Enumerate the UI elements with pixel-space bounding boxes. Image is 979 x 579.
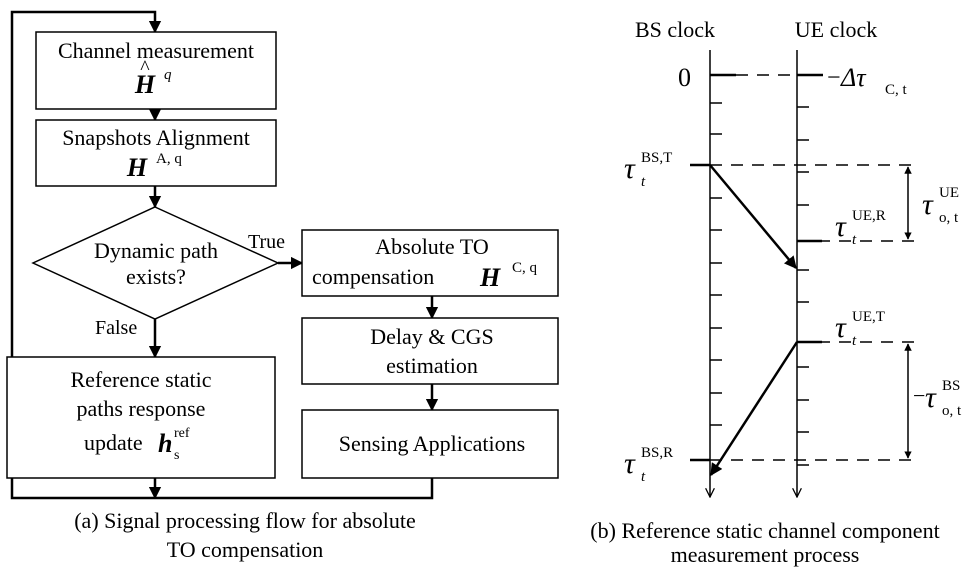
delay-cgs-box (301, 317, 559, 385)
reference-sub: s (174, 448, 179, 463)
bs-ticks (710, 73, 736, 426)
decision-diamond (31, 206, 280, 320)
reference-math: h (158, 429, 172, 458)
svg-text:UE: UE (939, 185, 959, 201)
delay-cgs-line2: estimation (386, 353, 478, 378)
caption-a-line2: TO compensation (167, 537, 324, 562)
downlink-arrow (709, 164, 797, 269)
delay-cgs-line1: Delay & CGS (370, 324, 493, 349)
svg-text:Δτ: Δτ (840, 63, 867, 92)
svg-text:t: t (852, 333, 857, 349)
absolute-to-line2: compensation (312, 264, 434, 289)
caption-b-line2: measurement process (671, 542, 860, 567)
tau-o-bs-label: − τ BS o, t (913, 378, 962, 419)
caption-a-line1: (a) Signal processing flow for absolute (74, 508, 416, 533)
svg-text:τ: τ (925, 381, 937, 414)
channel-measurement-math: H (134, 70, 156, 99)
svg-text:UE,T: UE,T (852, 309, 885, 325)
ue-ticks (797, 73, 823, 466)
snapshots-alignment-math: H (126, 153, 148, 182)
tau-o-ue-label: τ UE o, t (922, 185, 959, 226)
svg-text:BS: BS (942, 378, 960, 394)
snapshots-alignment-sup: A, q (156, 151, 182, 167)
svg-text:t: t (641, 174, 646, 190)
tau-bs-r-label: τ BS,R t (624, 445, 673, 485)
tau-ue-r-label: τ UE,R t (835, 208, 886, 248)
snapshots-alignment-box (35, 119, 277, 187)
svg-text:UE,R: UE,R (852, 208, 886, 224)
flowchart: Channel measurement H ^ q Snapshots Alig… (6, 10, 559, 562)
absolute-to-line1: Absolute TO (375, 234, 488, 259)
sensing-box (301, 409, 559, 479)
absolute-to-box (301, 229, 559, 297)
tau-ue-t-label: τ UE,T t (835, 309, 885, 349)
svg-text:τ: τ (835, 210, 847, 243)
channel-measurement-sup: q (164, 67, 172, 83)
sensing-label: Sensing Applications (339, 431, 525, 456)
svg-text:C, t: C, t (885, 82, 908, 98)
svg-text:τ: τ (624, 152, 636, 185)
svg-text:τ: τ (835, 311, 847, 344)
reference-static-box (6, 356, 276, 479)
svg-text:−: − (827, 65, 841, 91)
svg-text:τ: τ (922, 188, 934, 221)
channel-measurement-hat: ^ (140, 57, 150, 79)
tau-bs-t-label: τ BS,T t (624, 150, 672, 190)
svg-text:t: t (641, 469, 646, 485)
timing-diagram: BS clock UE clock (590, 17, 962, 567)
delta-label: − Δτ C, t (827, 63, 908, 98)
absolute-to-math: H (479, 263, 501, 292)
feedback-loop-arrow (10, 10, 434, 500)
caption-b-line1: (b) Reference static channel component (590, 518, 939, 543)
ue-clock-label: UE clock (795, 17, 877, 42)
svg-text:t: t (852, 232, 857, 248)
reference-line1: Reference static (70, 367, 211, 392)
true-label: True (248, 231, 285, 253)
svg-text:o, t: o, t (939, 210, 959, 226)
bs-clock-label: BS clock (635, 17, 715, 42)
channel-measurement-box (35, 31, 277, 110)
reference-sup: ref (174, 426, 190, 441)
svg-text:τ: τ (624, 447, 636, 480)
decision-line1: Dynamic path (94, 238, 218, 263)
svg-text:−: − (913, 383, 925, 408)
false-label: False (95, 317, 137, 339)
svg-text:o, t: o, t (942, 403, 962, 419)
absolute-to-sup: C, q (512, 260, 538, 276)
zero-label: 0 (678, 63, 691, 92)
decision-line2: exists? (126, 264, 186, 289)
svg-text:BS,T: BS,T (641, 150, 672, 166)
channel-measurement-label: Channel measurement (58, 38, 254, 63)
reference-line3: update (84, 430, 143, 455)
uplink-arrow (709, 341, 799, 477)
snapshots-alignment-label: Snapshots Alignment (62, 125, 250, 150)
reference-line2: paths response (77, 396, 206, 421)
svg-text:BS,R: BS,R (641, 445, 673, 461)
